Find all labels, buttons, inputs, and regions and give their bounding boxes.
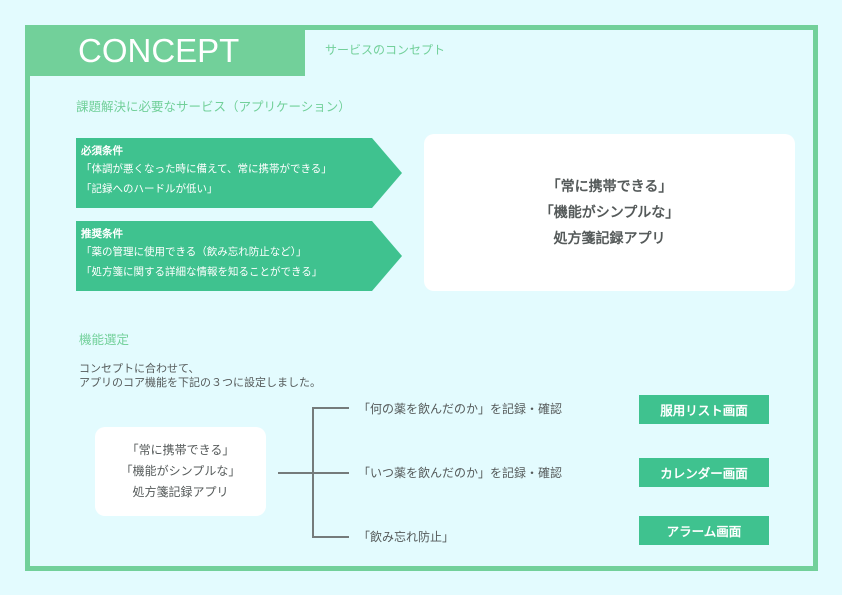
concept-line: 「常に携帯できる」 [126,443,235,457]
concept-line: 「機能がシンプルな」 [539,204,680,221]
page-subtitle: サービスのコンセプト [325,43,446,57]
screen-label-alarm: アラーム画面 [639,516,769,545]
concept-summary-card: 「常に携帯できる」 「機能がシンプルな」 処方箋記録アプリ [424,134,795,291]
concept-card-small: 「常に携帯できる」 「機能がシンプルな」 処方箋記録アプリ [95,427,266,516]
required-condition-item: 「体調が悪くなった時に備えて、常に携帯ができる」 [81,163,332,175]
screen-label-calendar: カレンダー画面 [639,458,769,487]
feature-item: 「何の薬を飲んだのか」を記録・確認 [358,402,563,416]
connector-branch [312,472,349,474]
feature-item: 「いつ薬を飲んだのか」を記録・確認 [358,466,563,480]
intro-line: コンセプトに合わせて、 [79,362,200,375]
section-title-service: 課題解決に必要なサービス（アプリケーション） [76,99,351,114]
recommended-condition-item: 「処方箋に関する詳細な情報を知ることができる」 [81,266,323,278]
recommended-conditions-arrow: 推奨条件 「薬の管理に使用できる（飲み忘れ防止など）」 「処方箋に関する詳細な情… [76,221,402,291]
connector-branch [312,407,349,409]
screen-label-medication-list: 服用リスト画面 [639,395,769,424]
page-title: CONCEPT [78,32,240,69]
feature-item: 「飲み忘れ防止」 [358,530,455,544]
intro-line: アプリのコア機能を下記の３つに設定しました。 [79,376,321,389]
concept-line: 「機能がシンプルな」 [120,464,241,478]
concept-line: 処方箋記録アプリ [132,485,229,499]
connector-stem [278,472,314,474]
features-intro: コンセプトに合わせて、 アプリのコア機能を下記の３つに設定しました。 [79,362,321,390]
concept-line: 「常に携帯できる」 [546,178,673,195]
required-condition-item: 「記録へのハードルが低い」 [81,183,218,195]
recommended-conditions-heading: 推奨条件 [81,228,123,240]
concept-line: 処方箋記録アプリ [553,230,666,247]
slide-frame [25,25,818,571]
required-conditions-heading: 必須条件 [81,145,123,157]
connector-branch [312,536,349,538]
section-title-features: 機能選定 [79,332,130,347]
header-band [25,25,305,76]
recommended-condition-item: 「薬の管理に使用できる（飲み忘れ防止など）」 [81,246,307,258]
required-conditions-arrow: 必須条件 「体調が悪くなった時に備えて、常に携帯ができる」 「記録へのハードルが… [76,138,402,208]
